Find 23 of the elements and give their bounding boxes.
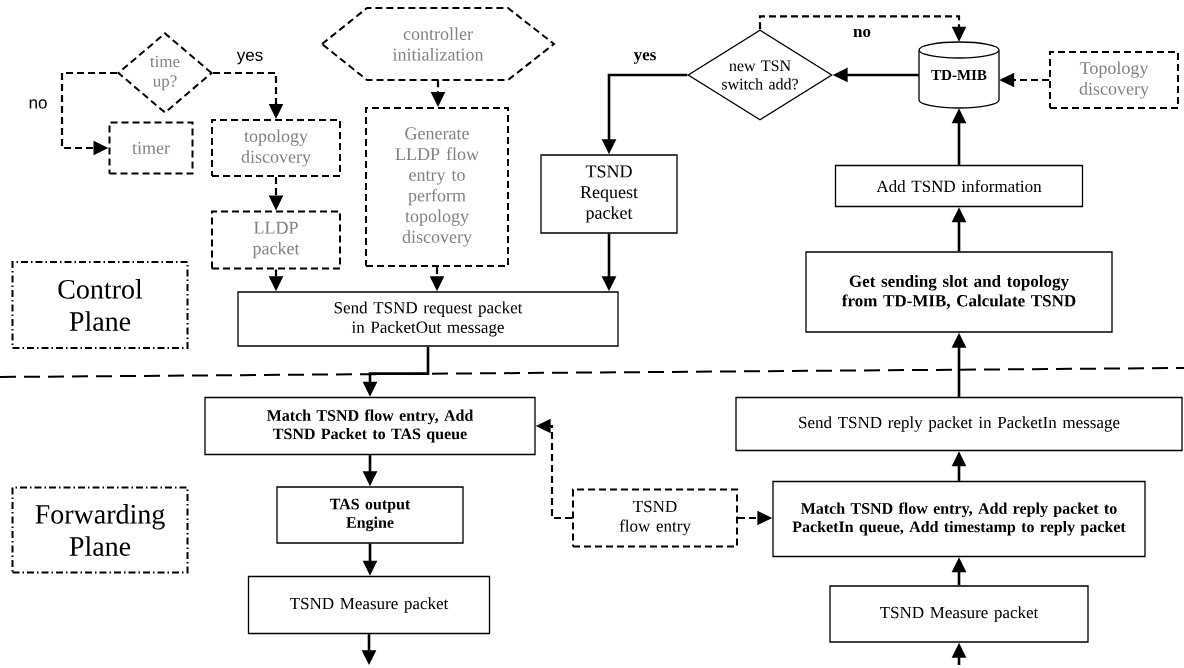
process-box: Match TSND flow entry, Add TSND Packet to TAS queue (204, 396, 536, 456)
process-box: Send TSND request packet in PacketOut message (237, 291, 619, 347)
database-cylinder: TD-MIB (918, 41, 1000, 109)
process-box: Get sending slot and topology from TD-MIB, Calculate TSND (805, 251, 1113, 333)
process-box: Add TSND information (834, 164, 1084, 208)
edge-label: yes (632, 51, 658, 65)
process-box: Match TSND flow entry, Add reply packet to PacketIn queue, Add timestamp to reply packet (772, 480, 1146, 558)
process-box: LLDP packet (211, 210, 341, 270)
process-box: timer (108, 121, 194, 175)
edge-label: no (852, 27, 872, 39)
plane-label-box: Forwarding Plane (11, 486, 189, 574)
process-box: TSND flow entry (572, 488, 738, 548)
process-box: TAS output Engine (276, 486, 464, 544)
plane-label-box: Control Plane (11, 261, 189, 349)
process-box: Send TSND reply packet in PacketIn message (735, 396, 1183, 452)
process-box: topology discovery (211, 119, 341, 177)
process-box: TSND Measure packet (247, 575, 491, 635)
edge-label: yes (235, 50, 265, 66)
edge-label: no (27, 98, 49, 110)
process-box: Topology discovery (1049, 51, 1179, 109)
process-box: TSND Measure packet (829, 585, 1089, 643)
process-box: Generate LLDP flow entry to perform topology discovery (365, 107, 509, 267)
process-box: TSND Request packet (540, 154, 678, 234)
